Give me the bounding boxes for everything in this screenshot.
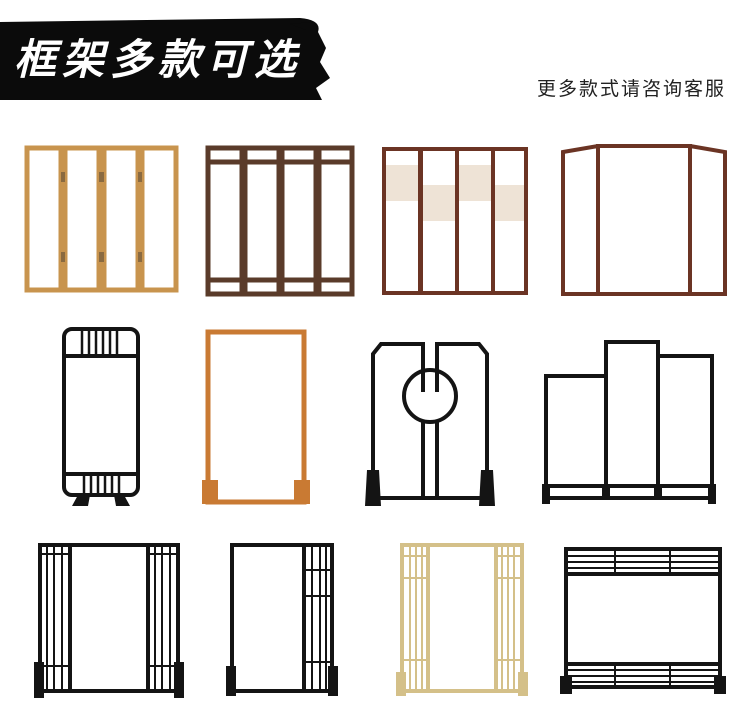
- four-panel-light-wood-folding-screen: [24, 142, 180, 294]
- moon-gate-black-frame: [365, 338, 495, 510]
- orange-wood-door-frame: [200, 328, 312, 508]
- banner-title: 框架多款可选: [14, 35, 303, 84]
- brush-stroke-background: [0, 18, 330, 100]
- black-screen-with-slatted-top-and-bottom: [58, 326, 144, 508]
- four-panel-dark-wood-folding-screen: [205, 142, 355, 298]
- gold-frame-with-slatted-side-columns: [396, 542, 528, 698]
- black-frame-with-slatted-top-and-base: [560, 546, 726, 696]
- black-frame-with-right-slat-column: [226, 542, 338, 698]
- title-banner: 框架多款可选: [0, 18, 330, 100]
- three-panel-walnut-screen: [560, 144, 728, 298]
- subtitle-consult-service: 更多款式请咨询客服: [536, 78, 726, 100]
- stepped-three-panel-black-frame: [542, 340, 718, 508]
- black-frame-with-slatted-side-columns: [34, 542, 184, 700]
- four-panel-walnut-screen-with-beige-panels: [381, 145, 529, 297]
